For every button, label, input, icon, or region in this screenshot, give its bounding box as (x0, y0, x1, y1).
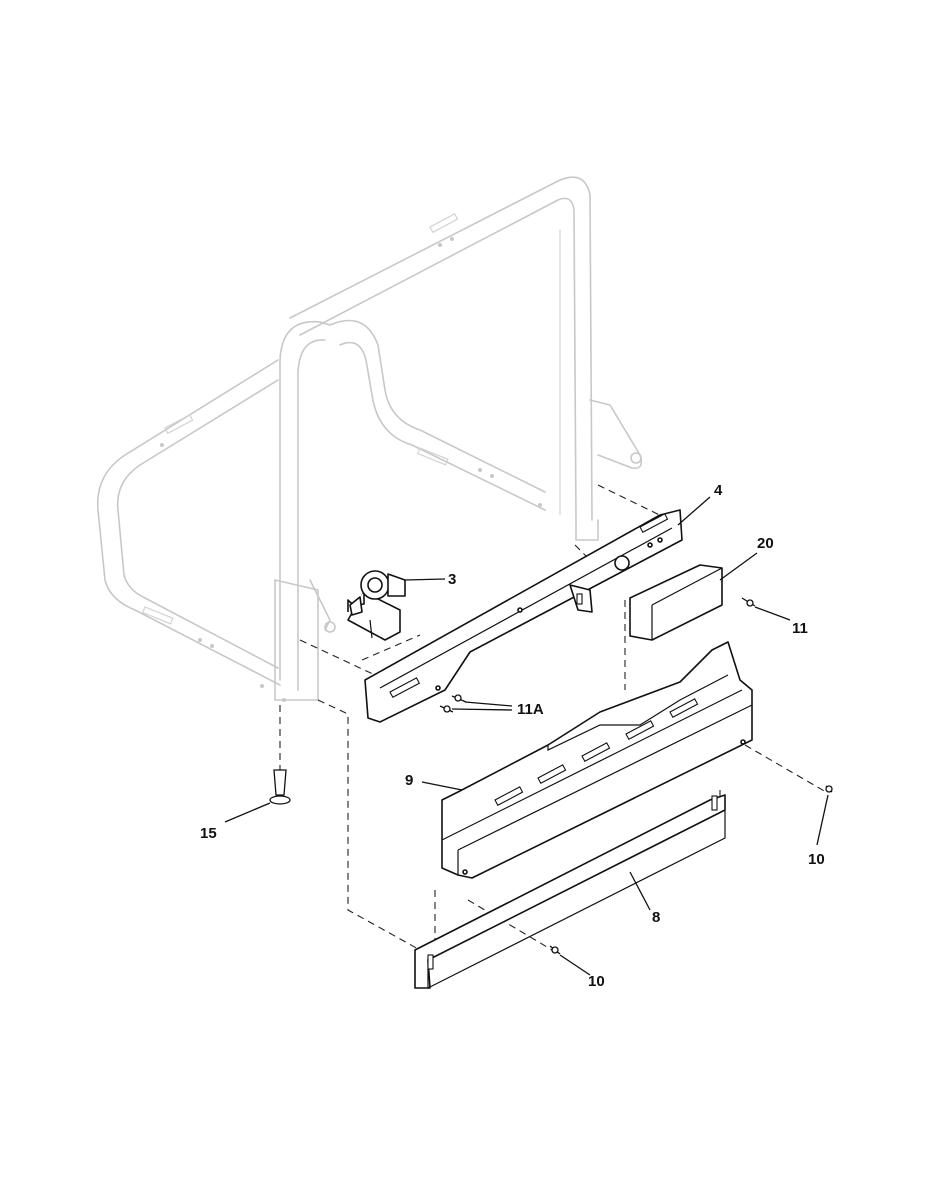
callout-15: 15 (200, 825, 217, 842)
tub-frame (96, 176, 643, 702)
mounting-bracket (364, 509, 683, 723)
screws (269, 597, 833, 955)
callout-8: 8 (652, 909, 660, 926)
callout-10-right: 10 (808, 851, 825, 868)
kick-plate (414, 794, 726, 989)
leader-lines (224, 496, 829, 976)
toe-panel (441, 641, 753, 879)
cover-channel (629, 564, 723, 641)
callout-4: 4 (714, 482, 723, 499)
callout-11a: 11A (517, 701, 544, 718)
callout-20: 20 (757, 535, 774, 552)
callout-9: 9 (405, 772, 413, 789)
callout-3: 3 (448, 571, 456, 588)
callout-11: 11 (792, 620, 808, 637)
callout-10-bottom: 10 (588, 973, 605, 990)
water-valve (347, 570, 406, 641)
callout-labels: 4 20 3 11 11A 9 15 10 8 10 (200, 482, 825, 990)
